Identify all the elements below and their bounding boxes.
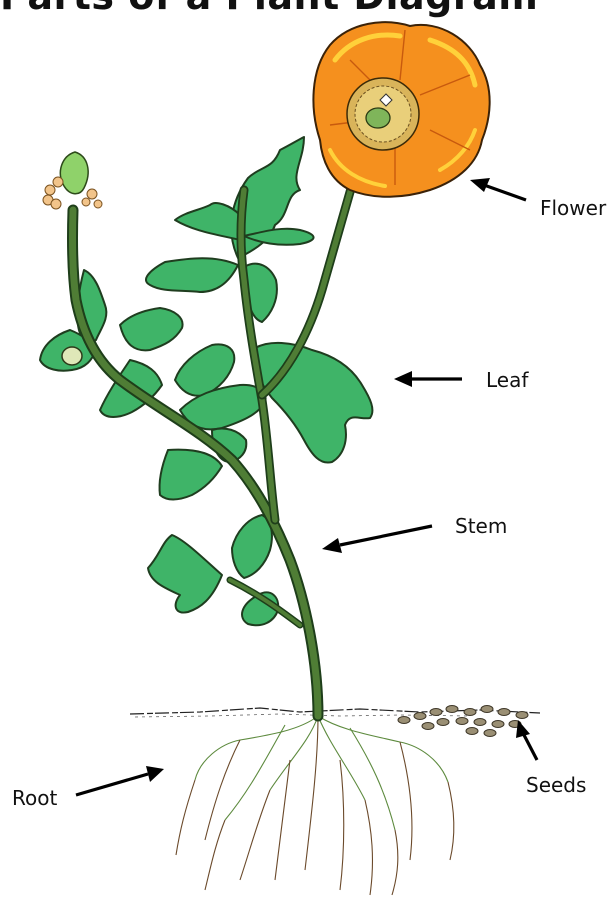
side-bud bbox=[62, 347, 82, 365]
roots bbox=[176, 716, 454, 895]
leaves bbox=[40, 137, 372, 625]
label-root: Root bbox=[12, 766, 164, 810]
label-seeds-text: Seeds bbox=[526, 773, 586, 797]
flower-head bbox=[313, 22, 489, 197]
label-seeds: Seeds bbox=[516, 720, 586, 797]
label-flower-text: Flower bbox=[540, 196, 607, 220]
soil-surface bbox=[130, 708, 540, 717]
label-leaf-text: Leaf bbox=[486, 368, 529, 392]
label-stem-text: Stem bbox=[455, 514, 507, 538]
label-leaf: Leaf bbox=[394, 368, 529, 392]
label-root-text: Root bbox=[12, 786, 57, 810]
label-stem: Stem bbox=[322, 514, 507, 553]
seed-pod bbox=[43, 152, 102, 209]
label-flower: Flower bbox=[470, 178, 607, 220]
